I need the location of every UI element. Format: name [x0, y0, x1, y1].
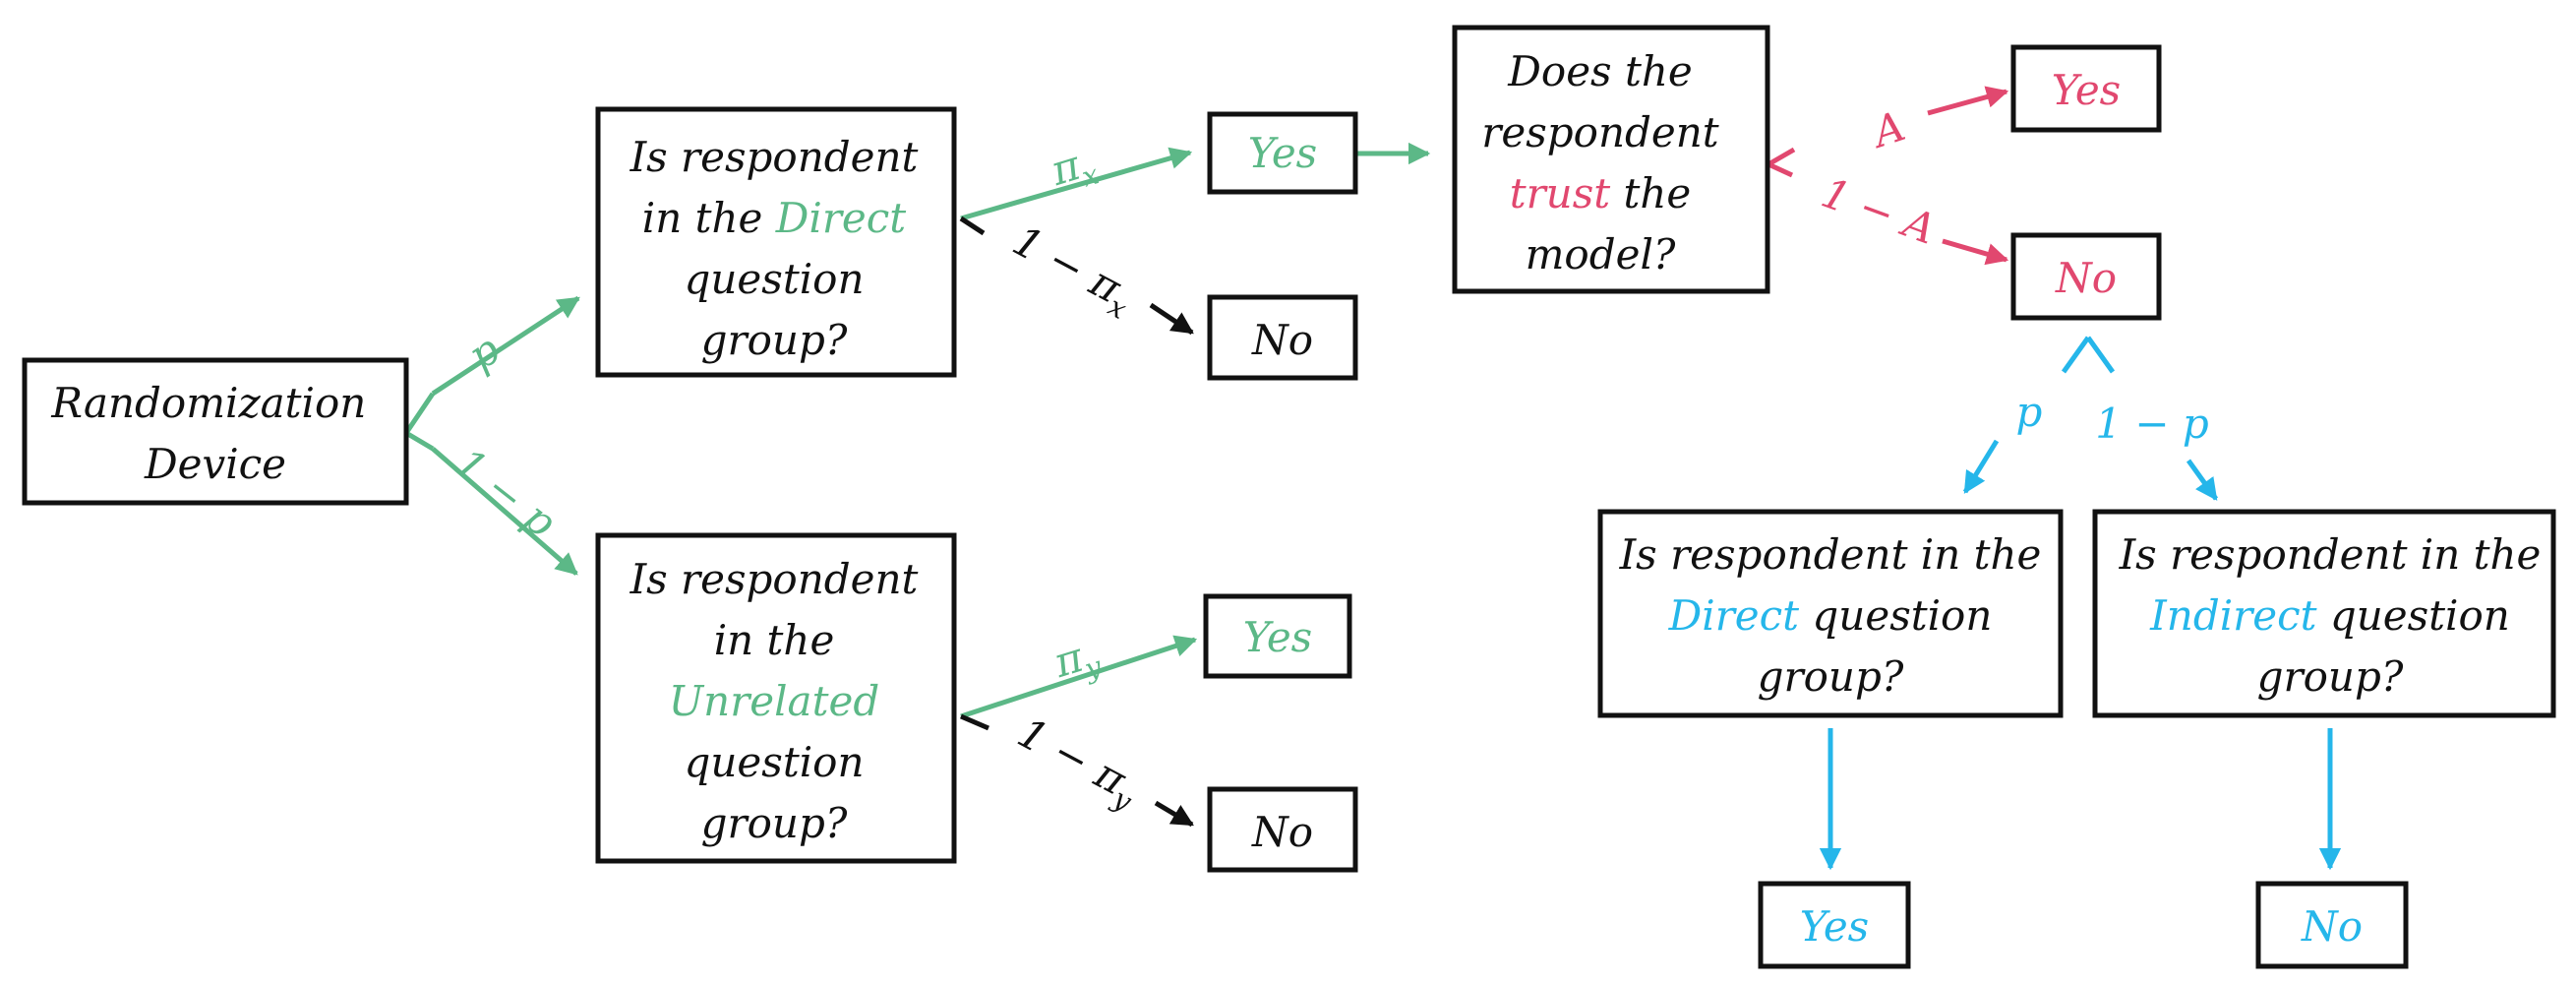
node-direct-group: Is respondent in the Direct question group? [595, 106, 957, 378]
trust-line-4-part-1: model? [1526, 230, 1676, 278]
label-one-minus-A: 1 − A [1816, 168, 1943, 254]
direct-group-line-2-part-2: Direct [775, 194, 907, 242]
randomization-line-1: Randomization [50, 379, 366, 427]
label-p-blue: p [2016, 388, 2043, 436]
direct-group-line-3-part-1: question [685, 255, 865, 303]
svg-text:Randomization Device: Randomization Device [50, 379, 379, 488]
yes-trust-label: Yes [2052, 66, 2122, 114]
trust-line-2-part-1: respondent [1481, 108, 1718, 156]
unrelated-group-line-5-part-1: group? [701, 799, 848, 847]
label-A: A [1864, 101, 1911, 157]
direct-group-text: Is respondent in the Direct question group? [629, 133, 919, 364]
direct-q2-line-3-part-1: group? [1758, 652, 1904, 701]
label-one-minus-pi-x: 1 − πx [1002, 216, 1143, 327]
node-yes-x: Yes [1207, 111, 1358, 195]
indirect-q2-line-2-part-2: question [2316, 591, 2509, 640]
unrelated-group-line-3-part-1: Unrelated [669, 677, 879, 725]
trust-line-3-part-1: trust [1510, 169, 1611, 217]
edge-no-to-indirect-q2 [2085, 336, 2219, 501]
unrelated-group-line-1-part-1: Is respondent [629, 555, 919, 603]
node-no-y: No [1207, 786, 1358, 873]
edge-randomization-to-direct [403, 295, 580, 435]
unrelated-group-line-2-part-1: in the [714, 616, 835, 664]
edge-no-to-direct-q2 [1962, 336, 2091, 494]
node-yes-y: Yes [1203, 593, 1352, 679]
trust-line-1-part-1: Does the [1507, 47, 1693, 95]
no-y-label: No [1251, 808, 1313, 856]
node-yes-trust: Yes [2010, 44, 2162, 133]
trust-line-3-part-2: the [1610, 169, 1691, 217]
label-one-minus-pi-x-main: 1 − π [1005, 216, 1130, 313]
label-pi-x-subscript: x [1078, 157, 1103, 193]
direct-group-line-1-part-1: Is respondent [629, 133, 919, 181]
unrelated-group-line-4-part-1: question [685, 738, 865, 786]
direct-group-line-2-part-1: in the [642, 194, 776, 242]
edge-trust-to-no [1767, 161, 2009, 266]
edge-direct-to-yes [960, 147, 1193, 221]
node-no-trust: No [2010, 232, 2162, 321]
direct-group-line-4-part-1: group? [701, 316, 848, 364]
label-one-minus-p-blue: 1 − p [2095, 400, 2209, 448]
svg-text:1 − πy: 1 − πy [1007, 708, 1149, 819]
yes-y-label: Yes [1243, 613, 1313, 661]
direct-q2-line-2-part-2: question [1799, 591, 1992, 640]
label-one-minus-pi-y-main: 1 − π [1010, 708, 1135, 805]
edge-trust-to-yes [1767, 86, 2009, 167]
label-one-minus-pi-y: 1 − πy [1007, 708, 1149, 819]
indirect-q2-line-2-part-1: Indirect [2149, 591, 2316, 640]
svg-text:πy: πy [1048, 628, 1107, 694]
trust-text: Does the respondent trust the model? [1481, 47, 1718, 278]
label-pi-y: πy [1048, 628, 1107, 694]
edge-randomization-to-unrelated [404, 430, 578, 576]
no-final-label: No [2301, 902, 2363, 951]
label-one-minus-p: 1 − p [446, 439, 565, 547]
edge-direct-to-no [959, 215, 1194, 336]
indirect-q2-line-3-part-1: group? [2257, 652, 2404, 701]
direct-q2-line-2-part-1: Direct [1668, 591, 1800, 640]
node-no-x: No [1207, 294, 1358, 381]
edge-unrelated-to-yes [960, 635, 1198, 719]
no-x-label: No [1251, 316, 1313, 364]
node-yes-final: Yes [1758, 881, 1911, 969]
node-no-final: No [2255, 881, 2409, 969]
yes-x-label: Yes [1248, 129, 1318, 177]
edge-unrelated-to-no [960, 713, 1194, 828]
direct-q2-line-1-part-1: Is respondent in the [1619, 530, 2042, 579]
node-trust-model: Does the respondent trust the model? [1452, 25, 1770, 294]
svg-text:1 − πx: 1 − πx [1002, 216, 1143, 327]
randomization-line-2: Device [144, 440, 286, 488]
no-trust-label: No [2055, 254, 2117, 302]
indirect-q2-line-1-part-1: Is respondent in the [2119, 530, 2542, 579]
yes-final-label: Yes [1800, 902, 1870, 951]
node-randomization-device: Randomization Device [22, 357, 409, 506]
